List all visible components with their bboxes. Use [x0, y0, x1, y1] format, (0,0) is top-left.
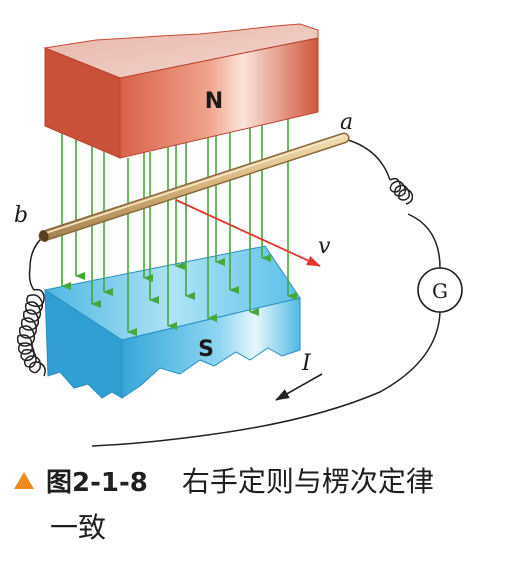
galvanometer-label: G [432, 279, 448, 303]
wire-to-g [407, 213, 441, 269]
current-arrow [275, 373, 323, 401]
wire-from-g [91, 311, 441, 447]
wire-coil-right [389, 177, 414, 205]
conducting-rod [38, 132, 350, 242]
end-b-label: b [14, 203, 28, 228]
north-magnet: N [43, 23, 319, 159]
end-a-label: a [340, 110, 353, 135]
wire-from-a [347, 139, 391, 181]
caption-title-line1: 右手定则与楞次定律 [181, 465, 434, 498]
galvanometer: G [417, 267, 463, 313]
rod-end-b [39, 230, 49, 242]
figure-caption: 图2-1-8 右手定则与楞次定律 一致 [10, 460, 510, 546]
circuit-wire [16, 139, 441, 447]
velocity-arrow [175, 199, 321, 267]
figure-number: 图2-1-8 [46, 467, 148, 498]
caption-title-line2: 一致 [50, 511, 107, 544]
current-label: I [301, 351, 312, 376]
north-pole-label: N [205, 89, 223, 114]
wire-from-b [28, 235, 45, 291]
south-magnet: S [43, 245, 301, 399]
orange-triangle-icon [14, 471, 34, 489]
velocity-label: v [318, 234, 331, 259]
galvanometer-circle [417, 267, 463, 313]
south-pole-label: S [198, 337, 214, 362]
wire-coil-left [16, 288, 46, 377]
